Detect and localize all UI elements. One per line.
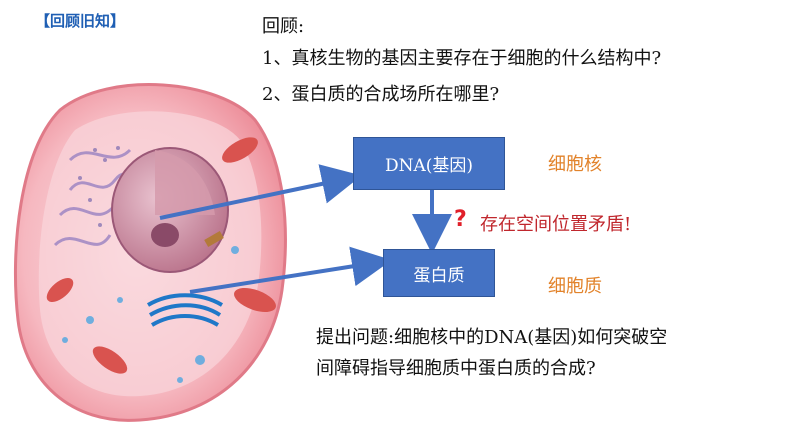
nucleus-label: 细胞核 bbox=[548, 154, 602, 175]
review-title: 回顾: bbox=[262, 16, 305, 37]
mitochondria bbox=[46, 137, 276, 374]
tag-close-bracket: 】 bbox=[110, 11, 126, 30]
golgi-apparatus bbox=[146, 293, 224, 327]
problem-line-2: 间障碍指导细胞质中蛋白质的合成? bbox=[316, 358, 596, 379]
tag-label: 回顾旧知 bbox=[49, 11, 110, 30]
question-mark-icon: ? bbox=[454, 207, 467, 232]
arrow-cytoplasm-to-protein bbox=[189, 246, 392, 294]
protein-box: 蛋白质 bbox=[383, 249, 495, 297]
arrow-nucleus-to-dna bbox=[159, 164, 362, 220]
section-tag: 【 回顾旧知 】 bbox=[14, 9, 146, 31]
dna-box: DNA(基因) bbox=[353, 137, 505, 190]
nucleolus bbox=[151, 223, 179, 247]
problem-line-1: 提出问题:细胞核中的DNA(基因)如何突破空 bbox=[316, 327, 668, 348]
review-question-2: 2、蛋白质的合成场所在哪里? bbox=[262, 84, 500, 105]
review-question-1: 1、真核生物的基因主要存在于细胞的什么结构中? bbox=[262, 48, 662, 69]
conflict-text: 存在空间位置矛盾! bbox=[480, 214, 632, 235]
tag-open-bracket: 【 bbox=[34, 11, 50, 30]
cytoplasm-label: 细胞质 bbox=[548, 276, 602, 297]
